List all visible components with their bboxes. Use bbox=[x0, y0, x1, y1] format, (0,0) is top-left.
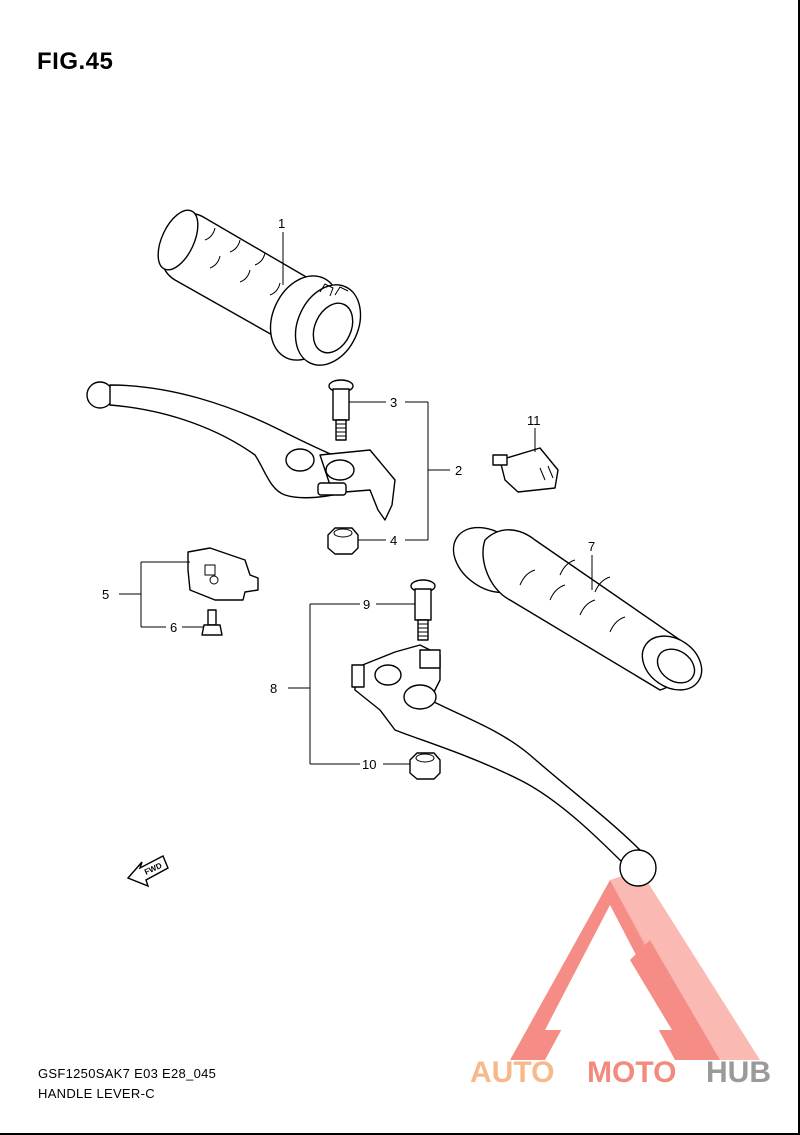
callout-8: 8 bbox=[270, 681, 277, 696]
callout-2: 2 bbox=[455, 463, 462, 478]
callout-4: 4 bbox=[390, 533, 397, 548]
part-3-bolt bbox=[328, 379, 354, 441]
callout-11: 11 bbox=[527, 413, 541, 428]
callout-10: 10 bbox=[362, 757, 376, 772]
callout-7: 7 bbox=[588, 539, 595, 554]
part-9-bolt bbox=[410, 579, 436, 641]
watermark-wordmark: AUTO MOTO HUB bbox=[470, 1056, 771, 1089]
callout-1: 1 bbox=[278, 216, 285, 231]
watermark-text-auto: AUTO bbox=[470, 1056, 554, 1089]
figure-title: FIG.45 bbox=[37, 48, 114, 75]
callout-numbers: 1 2 3 4 5 6 7 8 9 10 11 bbox=[102, 216, 595, 772]
callout-9: 9 bbox=[363, 597, 370, 612]
part-6-screw bbox=[201, 609, 223, 636]
model-code: GSF1250SAK7 E03 E28_045 bbox=[38, 1066, 217, 1081]
part-4-nut bbox=[327, 527, 359, 555]
part-1-throttle-grip bbox=[157, 209, 362, 366]
fwd-arrow-icon: FWD bbox=[126, 855, 169, 888]
part-2-lever-assembly bbox=[86, 381, 396, 521]
callout-5: 5 bbox=[102, 587, 109, 602]
leader-lines bbox=[119, 232, 593, 765]
part-10-nut bbox=[409, 752, 441, 780]
watermark-text-hub: HUB bbox=[706, 1056, 771, 1089]
part-11-switch bbox=[492, 447, 559, 493]
watermark-logo bbox=[510, 870, 760, 1060]
part-5-bracket bbox=[187, 547, 259, 601]
part-7-left-grip bbox=[452, 526, 703, 691]
callout-6: 6 bbox=[170, 620, 177, 635]
watermark-text-moto: MOTO bbox=[587, 1056, 676, 1089]
section-name: HANDLE LEVER-C bbox=[38, 1086, 155, 1101]
callout-3: 3 bbox=[390, 395, 397, 410]
part-8-lever-assembly bbox=[351, 644, 657, 887]
